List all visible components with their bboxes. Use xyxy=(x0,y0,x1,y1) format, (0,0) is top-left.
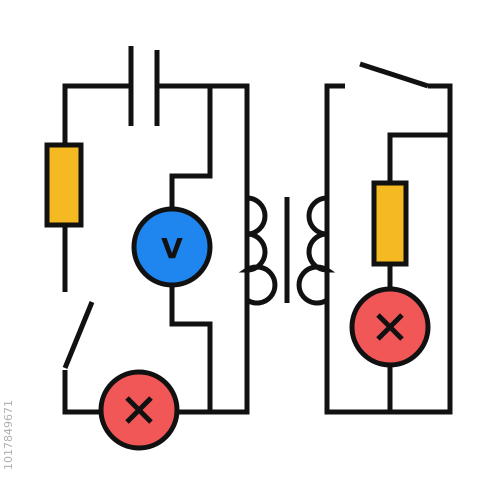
right-lamp-icon xyxy=(349,286,431,368)
left-top-wire-left xyxy=(62,83,131,145)
left-transformer-coil xyxy=(238,195,278,306)
voltmeter-branch-wire xyxy=(169,86,213,212)
left-circuit: V xyxy=(44,46,278,451)
left-switch-icon xyxy=(62,301,100,415)
capacitor-icon xyxy=(128,46,160,126)
right-resistor-icon xyxy=(371,180,409,267)
right-transformer-coil xyxy=(296,195,336,306)
right-circuit xyxy=(296,61,453,415)
voltmeter-branch-lower-wire xyxy=(169,286,213,412)
voltmeter-label: V xyxy=(161,232,183,265)
left-resistor-icon xyxy=(44,142,84,228)
right-switch-icon xyxy=(359,61,429,89)
left-lamp-icon xyxy=(98,369,180,451)
voltmeter-icon: V xyxy=(131,206,213,288)
watermark-id: 1017849671 xyxy=(2,400,15,470)
right-inner-branch-wire xyxy=(387,132,450,183)
